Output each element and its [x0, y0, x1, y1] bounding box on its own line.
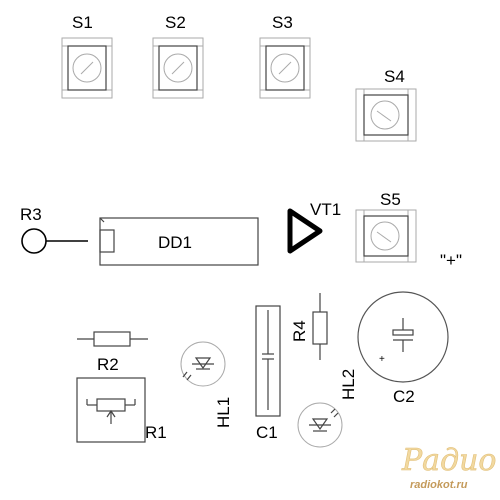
- led-hl1-label: HL1: [214, 397, 233, 428]
- switch-s2[interactable]: S2: [152, 13, 204, 99]
- resistor-r3-label: R3: [20, 205, 42, 224]
- watermark-brand: Радио КОТ: [401, 443, 500, 478]
- watermark-logo: Радио КОТ radiokot.ru: [401, 443, 500, 491]
- capacitor-c2[interactable]: + C2: [357, 291, 449, 406]
- capacitor-c1[interactable]: C1: [255, 305, 281, 442]
- chip-dd1[interactable]: DD1: [99, 217, 259, 266]
- plus-terminal-label: "+": [440, 251, 462, 270]
- chip-dd1-label: DD1: [158, 233, 192, 252]
- transistor-vt1-label: VT1: [310, 200, 341, 219]
- led-hl2[interactable]: HL2: [297, 369, 358, 448]
- switch-s4-label: S4: [384, 67, 405, 86]
- led-hl1[interactable]: HL1: [180, 341, 233, 428]
- switch-s2-label: S2: [165, 13, 186, 32]
- switch-s1[interactable]: S1: [61, 13, 113, 99]
- trimmer-r1[interactable]: R1: [76, 377, 167, 443]
- resistor-r2-label: R2: [97, 355, 119, 374]
- watermark-url: radiokot.ru: [410, 479, 468, 491]
- switch-s3[interactable]: S3: [259, 13, 311, 99]
- switch-s5-label: S5: [380, 190, 401, 209]
- capacitor-c1-label: C1: [256, 423, 278, 442]
- resistor-r4[interactable]: R4: [290, 293, 328, 360]
- switch-s4[interactable]: S4: [355, 67, 417, 142]
- resistor-r2[interactable]: R2: [77, 331, 148, 374]
- resistor-r4-label: R4: [290, 320, 309, 342]
- resistor-r3[interactable]: R3: [20, 205, 88, 254]
- switch-s5[interactable]: S5: [355, 190, 417, 263]
- transistor-vt1[interactable]: VT1: [287, 200, 341, 254]
- switch-s3-label: S3: [272, 13, 293, 32]
- trimmer-r1-label: R1: [145, 423, 167, 442]
- switch-s1-label: S1: [72, 13, 93, 32]
- led-hl2-label: HL2: [339, 369, 358, 400]
- capacitor-c2-label: C2: [393, 387, 415, 406]
- c2-polarity-mark: +: [379, 354, 385, 365]
